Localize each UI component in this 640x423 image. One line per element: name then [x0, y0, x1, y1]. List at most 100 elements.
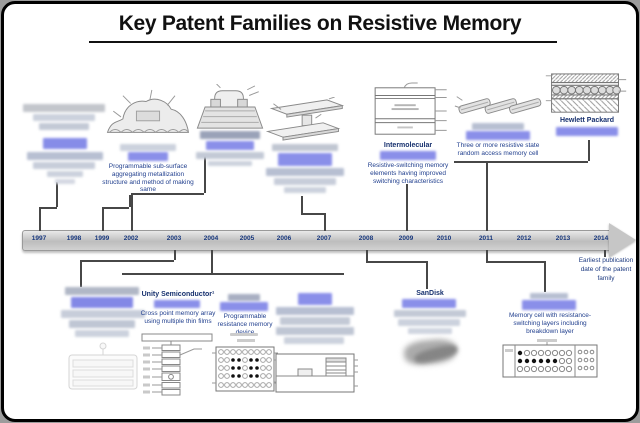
- patent-title: Resistive-switching memory elements havi…: [364, 162, 452, 185]
- patent-entry-2011-three-or-more-states: Three or more resistive state random acc…: [452, 91, 544, 159]
- company-name: Intermolecular: [364, 142, 452, 149]
- redacted-text-blur: [276, 327, 354, 335]
- connector: [174, 250, 176, 260]
- patent-figure: [260, 97, 350, 141]
- connector: [366, 261, 426, 263]
- redacted-text-blur: [276, 307, 354, 315]
- redacted-highlight-blur: [220, 302, 268, 311]
- year-label: 2004: [204, 235, 218, 242]
- redacted-highlight-blur: [466, 131, 530, 140]
- redacted-highlight-blur: [206, 141, 254, 150]
- connector: [122, 273, 344, 275]
- patent-entry-2014-hewlett-packard: Hewlett Packard: [542, 72, 632, 138]
- redacted-text-blur: [75, 330, 129, 337]
- year-label: 1998: [67, 235, 81, 242]
- patent-figure: [61, 341, 145, 393]
- redacted-text-blur: [55, 179, 75, 184]
- patent-title: Programmable sub-surface aggregating met…: [102, 163, 194, 194]
- patent-figure: [102, 88, 194, 142]
- company-name: SanDisk: [392, 290, 468, 297]
- patent-entry-2003-redacted: [59, 286, 147, 393]
- connector: [301, 213, 324, 215]
- connector: [102, 207, 129, 209]
- patent-entry-2004-programmable-resistance: Programmable resistance memory device: [210, 293, 280, 397]
- connector: [486, 250, 488, 261]
- patent-entry-2004-unity-semiconductor: Unity Semiconductor¹ Cross point memory …: [140, 291, 216, 399]
- redacted-text-blur: [200, 131, 260, 139]
- redacted-text-blur: [47, 171, 83, 177]
- connector: [588, 140, 590, 161]
- year-label: 2005: [240, 235, 254, 242]
- redacted-highlight-blur: [556, 127, 618, 136]
- year-label: 2007: [317, 235, 331, 242]
- redacted-text-blur: [280, 317, 350, 325]
- patent-figure: [542, 72, 630, 116]
- connector: [486, 261, 544, 263]
- year-label: 2013: [556, 235, 570, 242]
- redacted-text-blur: [274, 178, 336, 185]
- connector: [39, 207, 41, 231]
- redacted-highlight-blur: [128, 152, 168, 161]
- redacted-text-blur: [23, 104, 105, 112]
- year-label: 2012: [517, 235, 531, 242]
- redacted-highlight-blur: [154, 300, 200, 308]
- redacted-highlight-blur: [71, 297, 133, 308]
- connector: [366, 250, 368, 261]
- redacted-text-blur: [394, 310, 466, 317]
- patent-entry-2011-breakdown-layer: Memory cell with resistance-switching la…: [500, 293, 600, 381]
- patent-entry-2002-redacted: [190, 84, 270, 168]
- patent-figure: [190, 84, 270, 130]
- redacted-text-blur: [65, 287, 139, 295]
- redacted-highlight-blur: [278, 153, 332, 166]
- connector: [324, 213, 326, 231]
- connector: [80, 260, 174, 262]
- figure-caption-blur: [230, 333, 258, 336]
- title-underline: [89, 41, 557, 43]
- patent-entry-1997-redacted: [19, 102, 112, 194]
- year-label: 1999: [95, 235, 109, 242]
- redacted-text-blur: [33, 114, 95, 121]
- patent-figure: [501, 339, 599, 381]
- patent-figure: [452, 91, 544, 121]
- company-name: Hewlett Packard: [542, 117, 632, 124]
- redacted-text-blur: [69, 320, 135, 328]
- timeline-annotation: Earliest publication date of the patent …: [574, 257, 638, 283]
- connector: [604, 250, 606, 257]
- connector: [39, 207, 57, 209]
- patent-figure: [274, 348, 358, 400]
- redacted-highlight-blur: [380, 151, 436, 160]
- redacted-text-blur: [228, 294, 260, 301]
- redacted-text-blur: [530, 293, 568, 299]
- year-label: 2011: [479, 235, 493, 242]
- connector: [102, 207, 104, 231]
- year-label: 2014: [594, 235, 608, 242]
- redacted-highlight-blur: [522, 300, 576, 310]
- redacted-text-blur: [266, 168, 344, 176]
- connector: [486, 161, 488, 231]
- timeline-arrowhead-icon: [609, 223, 636, 257]
- connector: [454, 161, 588, 163]
- company-name: Unity Semiconductor¹: [140, 291, 216, 298]
- redacted-text-blur: [61, 310, 145, 318]
- connector: [544, 261, 546, 292]
- redacted-text-blur: [33, 162, 95, 169]
- connector: [406, 184, 408, 231]
- connector: [80, 260, 82, 287]
- redacted-text-blur: [208, 161, 252, 166]
- patent-entry-2009-intermolecular: Intermolecular Resistive-switching memor…: [364, 82, 452, 185]
- connector: [426, 261, 428, 289]
- year-label: 2003: [167, 235, 181, 242]
- patent-entry-2007-redacted: [260, 97, 350, 200]
- redacted-text-blur: [27, 152, 103, 160]
- redacted-text-blur: [272, 144, 338, 151]
- redacted-highlight-blur: [402, 299, 456, 308]
- patent-title: Memory cell with resistance-switching la…: [500, 312, 600, 335]
- patent-entry-2004-redacted: [274, 293, 356, 400]
- redacted-text-blur: [284, 337, 344, 344]
- patent-figure: [212, 339, 278, 397]
- connector: [131, 193, 133, 231]
- patent-entry-1999-programmable-metallization: Programmable sub-surface aggregating met…: [102, 88, 194, 196]
- patent-entry-2008-sandisk: SanDisk: [392, 290, 468, 378]
